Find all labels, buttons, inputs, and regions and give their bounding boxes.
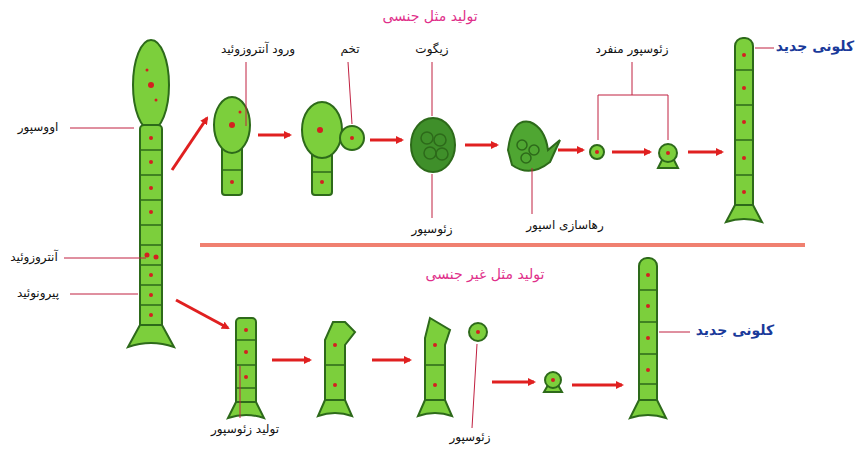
part-label: ورود آنتروزوئید <box>221 42 295 56</box>
part-label: آنتروزوئید <box>10 250 58 264</box>
section-heading: تولید مثل غیر جنسی <box>426 266 545 283</box>
part-label: زیگوت <box>415 42 448 56</box>
part-label: پیرونوئید <box>17 286 59 300</box>
part-label: زئوسپور <box>411 222 452 236</box>
stage-label: کلونی جدید <box>776 38 854 55</box>
section-heading: تولید مثل جنسی <box>382 8 477 25</box>
part-label: زئوسپور منفرد <box>596 42 669 56</box>
part-label: تولید زئوسپور <box>211 422 279 436</box>
part-label: تخم <box>340 42 359 56</box>
part-label: زئوسپور <box>449 430 490 444</box>
part-label: رهاسازی اسپور <box>526 218 604 232</box>
stage-label: کلونی جدید <box>696 322 774 339</box>
part-label: اووسپور <box>18 120 59 134</box>
